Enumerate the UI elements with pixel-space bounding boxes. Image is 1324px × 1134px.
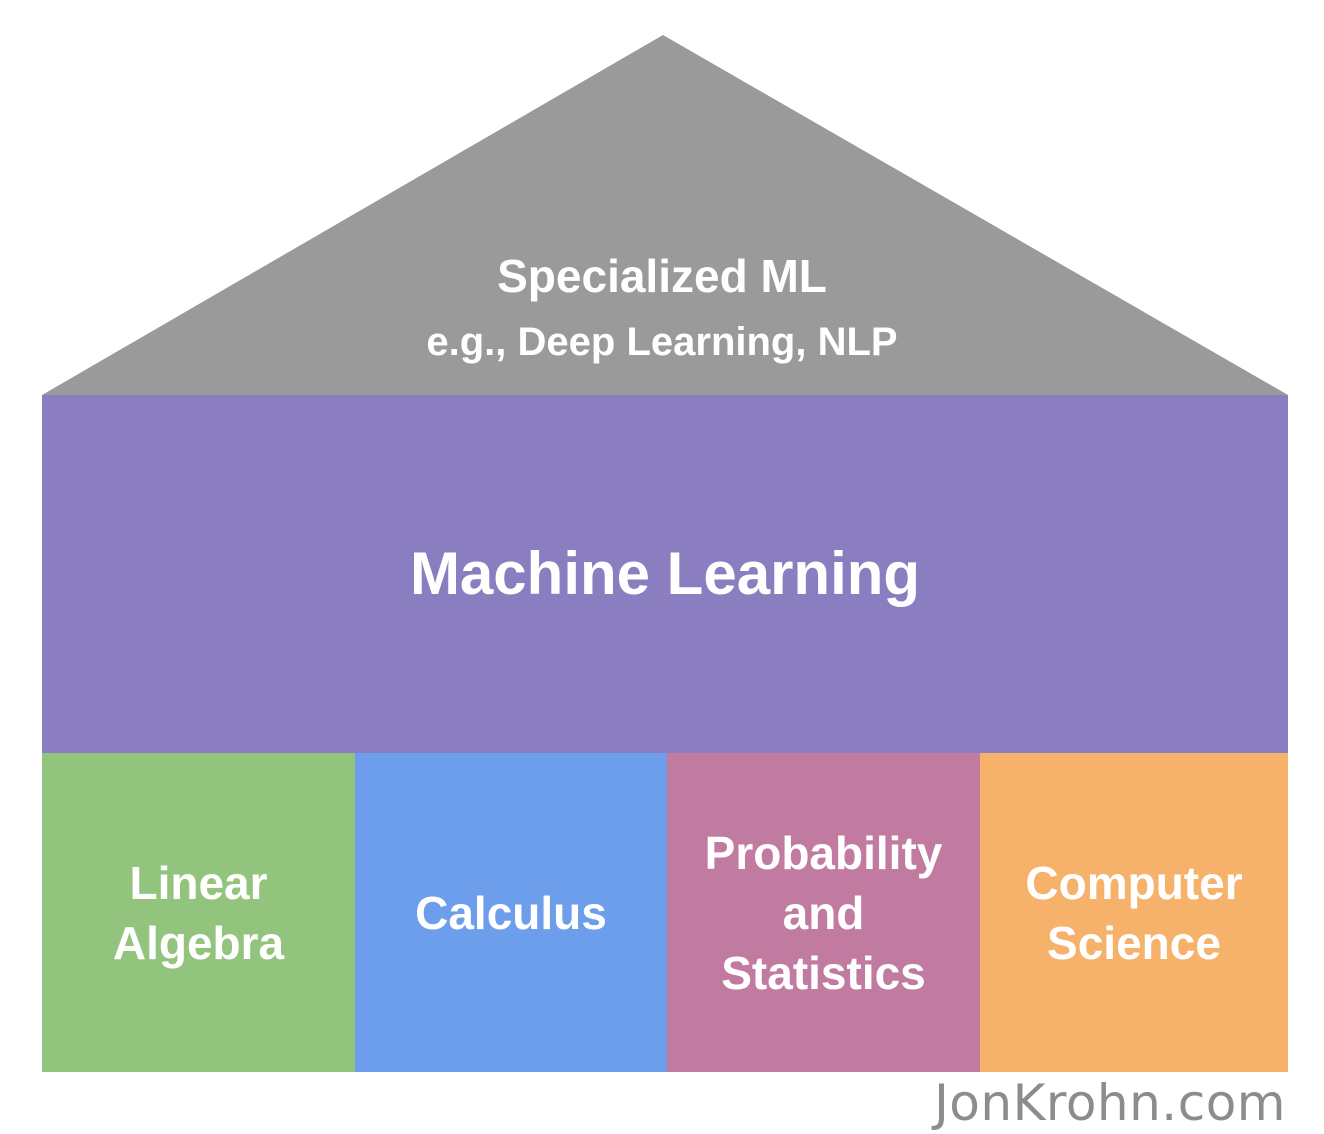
pillar-linear-algebra: Linear Algebra — [42, 753, 355, 1072]
pillar-probability-statistics: Probability and Statistics — [667, 753, 980, 1072]
roof-shape — [42, 35, 1288, 395]
pillar-label: Computer Science — [1025, 856, 1243, 969]
foundation-pillars: Linear Algebra Calculus Probability and … — [42, 753, 1288, 1072]
machine-learning-label: Machine Learning — [409, 540, 921, 607]
pillar-computer-science: Computer Science — [980, 753, 1288, 1072]
pillar-label: Probability and Statistics — [704, 826, 943, 999]
pillar-label: Calculus — [415, 886, 607, 939]
watermark: JonKrohn.com — [934, 1074, 1286, 1132]
pillar-calculus: Calculus — [355, 753, 667, 1072]
specialized-ml-title: Specialized ML — [497, 250, 827, 302]
roof-triangle — [42, 35, 1288, 395]
specialized-ml-examples: e.g., Deep Learning, NLP — [426, 320, 898, 364]
machine-learning-block: Machine Learning — [42, 395, 1288, 753]
pillar-label: Linear Algebra — [112, 856, 285, 969]
